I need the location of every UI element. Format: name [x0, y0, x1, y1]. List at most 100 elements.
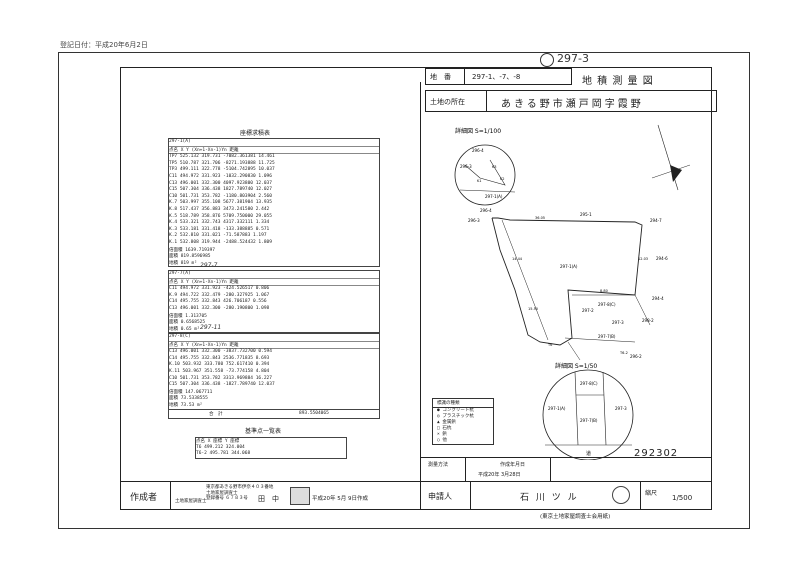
table-row: K.2 532.810 331.021 -71.587883 1.197: [169, 233, 267, 239]
detail-2-label: 297-8(C): [580, 381, 598, 386]
total-label: 合 計: [209, 412, 223, 417]
detail-2-label: 297-3: [615, 406, 627, 411]
location-value: あきる野市瀬戸岡字霞野: [501, 99, 644, 110]
detail-2-line: [602, 371, 607, 446]
survey-frame: [120, 67, 712, 482]
detail-2-label: 297-7(B): [580, 418, 598, 423]
handwritten-table-note-1: 297-7: [200, 262, 218, 269]
reference-table-title: 基準点一覧表: [245, 428, 282, 435]
legend-items: ● コンクリート杭 ◎ プラスチック杭 ▲ 金属鋲 □ 石杭 × 鋲 ○ 他: [433, 408, 493, 444]
creator-role: 土地家屋調査士: [175, 499, 207, 504]
legend-header: 標識の種類: [433, 399, 493, 408]
meta-divider-v: [550, 457, 551, 482]
print-date-header: 登記日付：平成20年6月2日: [60, 41, 148, 49]
legend-item: ● コンクリート杭: [437, 408, 474, 413]
lot-value: 297-1、-7、-8: [472, 73, 521, 81]
distance-label: 36.05: [535, 216, 545, 220]
table-row: C10 501.731 353.782 3313.969884 16.227: [169, 375, 272, 381]
sheet-border: [58, 52, 750, 529]
footer-divider: [470, 482, 471, 510]
footer-divider: [640, 482, 641, 510]
lot-divider: [464, 69, 465, 84]
meta-row: 測量方法 作成年月日 平成20年 3月28日: [420, 457, 712, 482]
parcel-label: 296-3: [468, 218, 480, 223]
parcel-label: 298-2: [642, 318, 654, 323]
table-row: TP5 510.787 321.706 -8271.193888 11.725: [169, 160, 275, 166]
distance-label: 14.44: [512, 257, 523, 261]
detail-1-title: 詳細図 S=1/100: [455, 127, 501, 135]
detail-2-label: 道: [586, 450, 591, 457]
applicant-name: 石 川 ツ ル: [520, 493, 579, 503]
location-box: 土地の所在 あきる野市瀬戸岡字霞野: [425, 90, 717, 112]
table-row: 倍面積 1.313705: [169, 313, 207, 319]
creation-date-label: 作成年月日: [500, 462, 526, 468]
point-label: T6-2: [619, 351, 628, 355]
legend-item: ▲ 金属鋲: [437, 420, 456, 425]
parcel-label: 294-7: [650, 218, 662, 223]
creator-line: 登録番号 ６７８３号: [206, 496, 248, 501]
creator-label: 作成者: [130, 493, 158, 503]
legend-item: □ 石杭: [437, 426, 452, 431]
table-row: C14 495.755 332.843 2536.771835 8.693: [169, 355, 270, 361]
detail-1-circle: [454, 144, 516, 206]
table-row: K.9 494.722 332.479 -280.327925 1.067: [169, 292, 270, 298]
detail-2-label: 297-1(A): [548, 406, 566, 411]
location-label: 土地の所在: [430, 98, 465, 106]
table-row: K.3 533.181 331.418 -133.388885 0.571: [169, 226, 270, 232]
table-row: C14 495.755 332.843 426.706187 0.556: [169, 299, 267, 305]
distance-label: 15.50: [528, 307, 538, 311]
detail-1-label: 297-1(A): [485, 194, 503, 199]
seal-icon: [290, 487, 310, 505]
table-row: K.4 533.321 332.743 4317.332111 1.334: [169, 220, 270, 226]
reference-table-rows: 点名 X 座標 Y 座標 T6 499.212 324.004 T6-2 495…: [196, 438, 346, 458]
stamp-number: 292302: [634, 448, 679, 459]
table-row: C11 494.972 331.923 -1032.290830 1.096: [169, 173, 272, 179]
parcel-label: 294-4: [652, 296, 664, 301]
panel-divider: [420, 82, 421, 482]
creator-name: 田 中: [258, 495, 279, 503]
table-row: 297-8(C): [169, 334, 379, 342]
table-row: C15 507.304 336.438 1827.789740 12.027: [169, 187, 272, 193]
creator-line: 東京都あきる野市伊奈４０３番地: [206, 485, 274, 490]
parcel-label: 295-1: [580, 212, 592, 217]
creator-date: 平成20年 5月 9日作成: [312, 496, 368, 502]
handwritten-note: 297-3: [557, 52, 589, 65]
table-row: 面積 73.5338555: [169, 396, 208, 402]
parcel-label: 297-8(C): [598, 302, 616, 307]
meta-divider-v: [465, 457, 466, 482]
table-row: K.10 503.932 333.780 752.617410 0.394: [169, 362, 270, 368]
table-row: K.5 518.789 358.876 5709.750000 29.055: [169, 213, 272, 219]
reference-row: T6 499.212 324.004: [196, 444, 245, 450]
detail-2-circle: [542, 369, 634, 460]
sheet-title: 地 積 測 量 図: [582, 76, 654, 87]
parcel-label: 297-3: [612, 320, 624, 325]
table-row: 点名 X Y (Xn+1-Xn-1)Yn 距離: [169, 147, 379, 155]
survey-method-label: 測量方法: [428, 462, 449, 468]
paper-note: (東京土地家屋調査士会用紙): [540, 514, 611, 520]
meta-divider: [420, 457, 712, 458]
table-row: K.1 532.808 319.944 -2488.524432 1.809: [169, 239, 272, 245]
north-arrow-icon: [651, 124, 691, 191]
table-row: TP7 525.132 319.731 -7082.361381 14.461: [169, 154, 275, 160]
reference-table-header: 点名 X 座標 Y 座標: [196, 439, 240, 444]
point-label: T6: [547, 343, 552, 347]
applicant-seal-icon: [612, 486, 630, 504]
table-row: K.7 503.997 355.108 5677.381904 13.935: [169, 200, 272, 206]
detail-2-title: 詳細図 S=1/50: [555, 362, 597, 370]
legend-item: × 鋲: [437, 432, 447, 437]
survey-drawing: 詳細図 S=1/100 296-4 296-3 297-1(A) K1 K2 K…: [454, 124, 691, 460]
table-row: 面積 0.6568525: [169, 320, 206, 326]
reference-row: T6-2 495.781 344.068: [196, 451, 251, 457]
parcel-label: 296-2: [630, 354, 642, 359]
parcel-label: 296-4: [480, 208, 492, 213]
lot-label: 地 番: [430, 73, 451, 81]
table-row: C13 496.001 332.300 -3837.732700 0.594: [169, 349, 272, 355]
table-row: 点名 X Y (Xn+1-Xn-1)Yn 距離: [169, 342, 379, 350]
scale-label: 縮尺: [645, 490, 658, 497]
table-row: C10 501.731 353.782 -1180.803904 2.560: [169, 193, 272, 199]
parcel-label: 294-6: [656, 256, 668, 261]
